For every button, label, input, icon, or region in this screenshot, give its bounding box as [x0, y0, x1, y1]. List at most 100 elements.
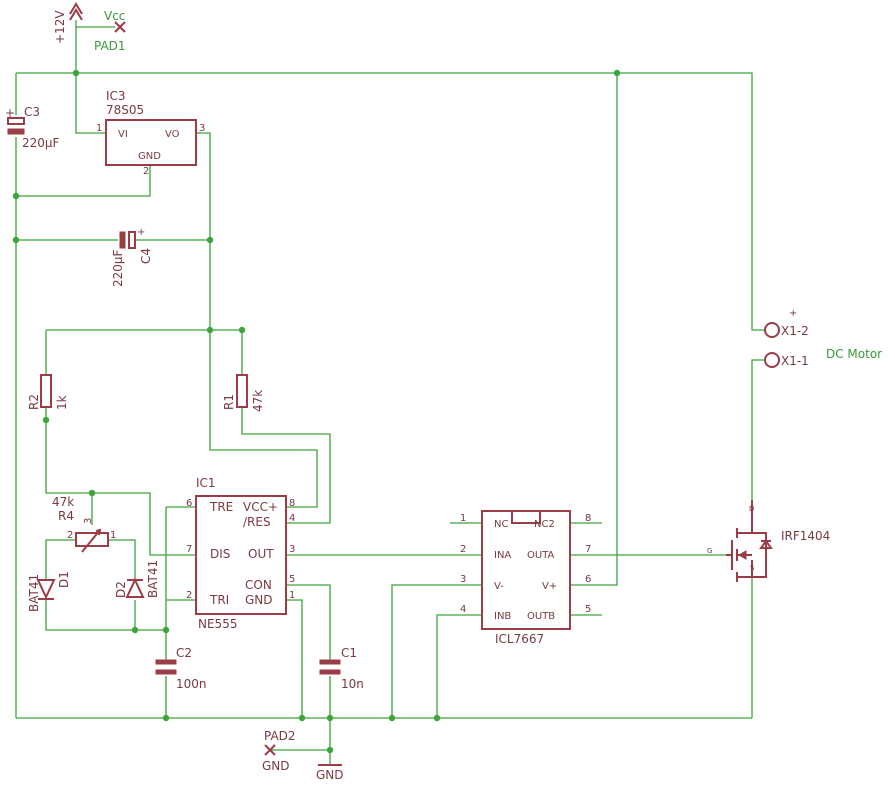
c4-value: 220µF — [111, 249, 125, 287]
ic1-con: CON — [245, 578, 272, 592]
wire-ic3-gnd — [16, 165, 151, 197]
junction — [433, 714, 441, 722]
junction — [162, 626, 170, 634]
wire-r4-right — [108, 539, 136, 630]
ic3-name: IC3 — [106, 89, 126, 103]
pad2-gnd-label: GND — [262, 759, 290, 773]
c3-plus: + — [5, 106, 15, 120]
motor-connector: + X1-2 X1-1 DC Motor — [764, 308, 882, 368]
c4-name: C4 — [139, 248, 153, 264]
d2-part: BAT41 — [146, 560, 160, 598]
ic1-pin7: 7 — [186, 544, 192, 555]
junction — [388, 714, 396, 722]
d1-part: BAT41 — [27, 574, 41, 612]
junction — [12, 236, 20, 244]
vcc-label: Vcc — [104, 9, 125, 23]
ic2-outa: OUTA — [527, 550, 555, 561]
wire-12v-top — [16, 20, 764, 331]
ic2-pin1: 1 — [460, 513, 466, 524]
junction — [206, 236, 214, 244]
ic2-pin5: 5 — [585, 604, 591, 615]
c2-value: 100n — [176, 677, 207, 691]
ic3-pin1: 1 — [96, 123, 102, 134]
ic3-vo: VO — [165, 129, 180, 140]
r4-potentiometer: 47k R4 3 2 1 — [52, 495, 116, 553]
ic2-outb: OUTB — [527, 611, 555, 622]
wire-5v — [196, 132, 318, 508]
ic2-vplus: V+ — [542, 581, 557, 592]
ic1-pin2: 2 — [186, 590, 192, 601]
ic1-out: OUT — [248, 547, 274, 561]
r1-value: 47k — [251, 390, 265, 412]
pad1: Vcc PAD1 — [76, 9, 126, 53]
ic1-pin5: 5 — [289, 574, 295, 585]
mosfet-d: D — [749, 505, 754, 513]
wire-gnd-down — [270, 718, 331, 765]
r1-name: R1 — [222, 394, 236, 410]
ic2-inb: INB — [494, 611, 511, 622]
junction — [298, 714, 306, 722]
wire-trig — [165, 506, 196, 718]
ic3-regulator: IC3 78S05 VI VO GND 1 3 2 — [96, 89, 205, 177]
ic2-pin7: 7 — [585, 544, 591, 555]
wire-icl-inb — [436, 614, 482, 718]
c1-value: 10n — [341, 677, 364, 691]
ic3-gnd: GND — [138, 151, 161, 162]
ic1-vcc: VCC+ — [243, 500, 278, 514]
wire-icl-vplus — [570, 73, 618, 586]
ic2-icl7667: ICL7667 NC NC2 INA OUTA V- V+ INB OUTB 1… — [460, 510, 591, 646]
r2-name: R2 — [27, 394, 41, 410]
gnd-symbol-label: GND — [316, 768, 344, 782]
junction — [88, 489, 96, 497]
ic1-tre: TRE — [209, 500, 233, 514]
ic1-pin1: 1 — [289, 590, 295, 601]
ic2-pin3: 3 — [460, 574, 466, 585]
wire-drain — [751, 359, 764, 500]
wires — [15, 20, 764, 765]
c4-capacitor: + 220µF C4 — [111, 227, 153, 287]
d1-diode: D1 BAT41 — [27, 571, 71, 612]
motor-plus: + — [789, 308, 797, 319]
mosfet-irf1404: IRF1404 D G S — [707, 500, 830, 582]
d2-diode: D2 BAT41 — [114, 560, 160, 598]
ic1-pin4: 4 — [289, 513, 295, 524]
d2-name: D2 — [114, 581, 128, 598]
mosfet-g: G — [707, 547, 712, 555]
ic3-vi: VI — [118, 129, 128, 140]
wire-555-con — [286, 584, 331, 718]
wire-r1 — [241, 330, 331, 524]
pad1-label: PAD1 — [94, 39, 126, 53]
ic3-pin2: 2 — [143, 166, 149, 177]
supply-12v-label: +12V — [53, 10, 67, 44]
ic1-res: /RES — [243, 515, 271, 529]
c2-name: C2 — [176, 646, 192, 660]
ic1-part: NE555 — [198, 617, 237, 631]
ic1-dis: DIS — [210, 547, 230, 561]
ic1-ne555: IC1 NE555 TRE VCC+ /RES DIS OUT CON TRI … — [186, 476, 295, 631]
ic1-gnd: GND — [245, 593, 273, 607]
junction — [131, 626, 139, 634]
junction — [613, 69, 621, 77]
ic2-pin2: 2 — [460, 544, 466, 555]
junction — [206, 326, 214, 334]
ic2-ina: INA — [494, 550, 511, 561]
ic2-part: ICL7667 — [495, 632, 544, 646]
r2-value: 1k — [55, 395, 69, 410]
pad2: PAD2 GND — [262, 729, 296, 773]
junction — [326, 714, 334, 722]
gnd-symbol: GND — [316, 764, 344, 782]
mosfet-part: IRF1404 — [781, 529, 830, 543]
r4-pin3: 3 — [83, 518, 94, 524]
c2-capacitor: C2 100n — [155, 646, 207, 691]
junction — [238, 326, 246, 334]
r4-pin1: 1 — [110, 530, 116, 541]
ic2-pin6: 6 — [585, 574, 591, 585]
c3-name: C3 — [24, 105, 40, 119]
r4-name: R4 — [58, 509, 74, 523]
ic1-pin8: 8 — [289, 498, 295, 509]
junction — [72, 69, 80, 77]
ic1-tri: TRI — [209, 593, 229, 607]
r1-resistor: R1 47k — [222, 374, 265, 412]
mosfet-s: S — [750, 564, 755, 572]
